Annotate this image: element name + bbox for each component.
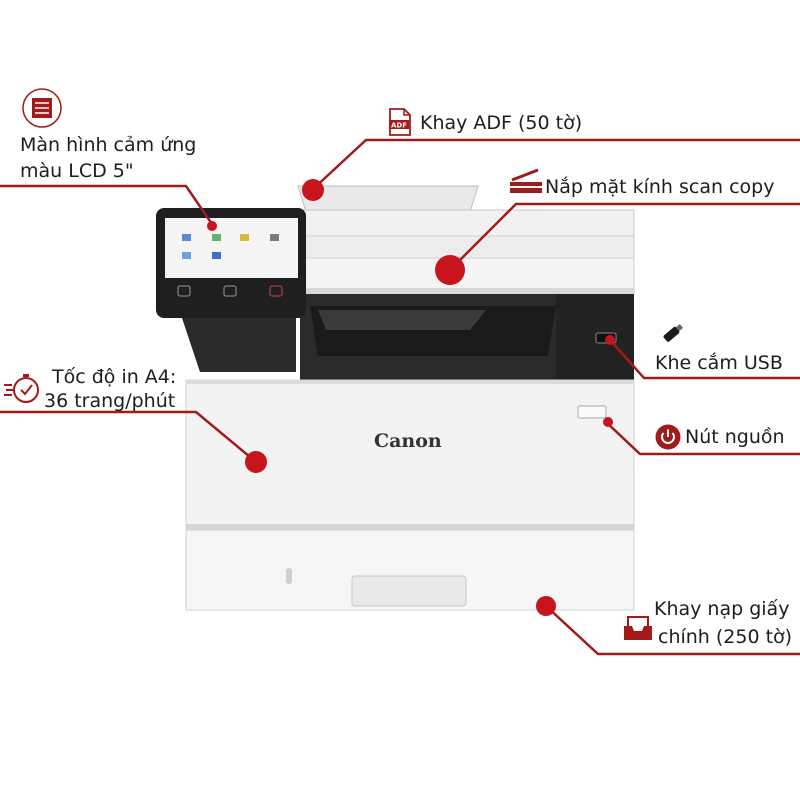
power-label: Nút nguồn xyxy=(685,426,785,448)
lcd-label-line1: Màn hình cảm ứng xyxy=(20,134,197,156)
leader-tray xyxy=(545,605,800,656)
power-button[interactable] xyxy=(577,405,607,419)
leader-usb xyxy=(609,339,800,380)
control-panel xyxy=(156,208,306,372)
paper-tray-icon xyxy=(622,614,654,642)
scanner-lid-label: Nắp mặt kính scan copy xyxy=(545,176,775,198)
usb-label: Khe cắm USB xyxy=(655,352,783,374)
dot-power xyxy=(603,417,613,427)
touchscreen-icon xyxy=(22,88,62,128)
adf-label: Khay ADF (50 tờ) xyxy=(420,112,583,134)
leader-scanner xyxy=(449,202,800,271)
leader-speed xyxy=(0,410,257,463)
speed-label-line1: Tốc độ in A4: xyxy=(52,366,177,388)
dot-adf xyxy=(302,179,324,201)
stopwatch-icon xyxy=(2,370,42,406)
dot-lcd xyxy=(207,221,217,231)
dot-usb xyxy=(605,335,615,345)
leader-adf xyxy=(311,138,800,191)
paper-tray xyxy=(185,529,635,611)
lcd-label-line2: màu LCD 5" xyxy=(20,160,134,182)
tray-label-line1: Khay nạp giấy xyxy=(654,598,790,620)
scanner-icon xyxy=(508,168,544,196)
canon-logo: Canon xyxy=(374,430,442,452)
leader-power xyxy=(605,421,800,456)
dot-speed xyxy=(245,451,267,473)
speed-label-line2: 36 trang/phút xyxy=(44,390,176,412)
dot-tray xyxy=(536,596,556,616)
scanner-unit xyxy=(299,257,635,298)
usb-drive-icon xyxy=(660,322,686,344)
leader-lines xyxy=(0,138,800,656)
dot-scanner xyxy=(435,255,465,285)
tray-label-line2: chính (250 tờ) xyxy=(658,626,793,648)
svg-text:ADF: ADF xyxy=(391,122,407,130)
callout-dots xyxy=(207,179,615,616)
power-icon xyxy=(655,424,681,450)
output-area xyxy=(300,294,634,380)
leader-lcd xyxy=(0,184,214,225)
adf-icon: ADF xyxy=(388,108,412,136)
